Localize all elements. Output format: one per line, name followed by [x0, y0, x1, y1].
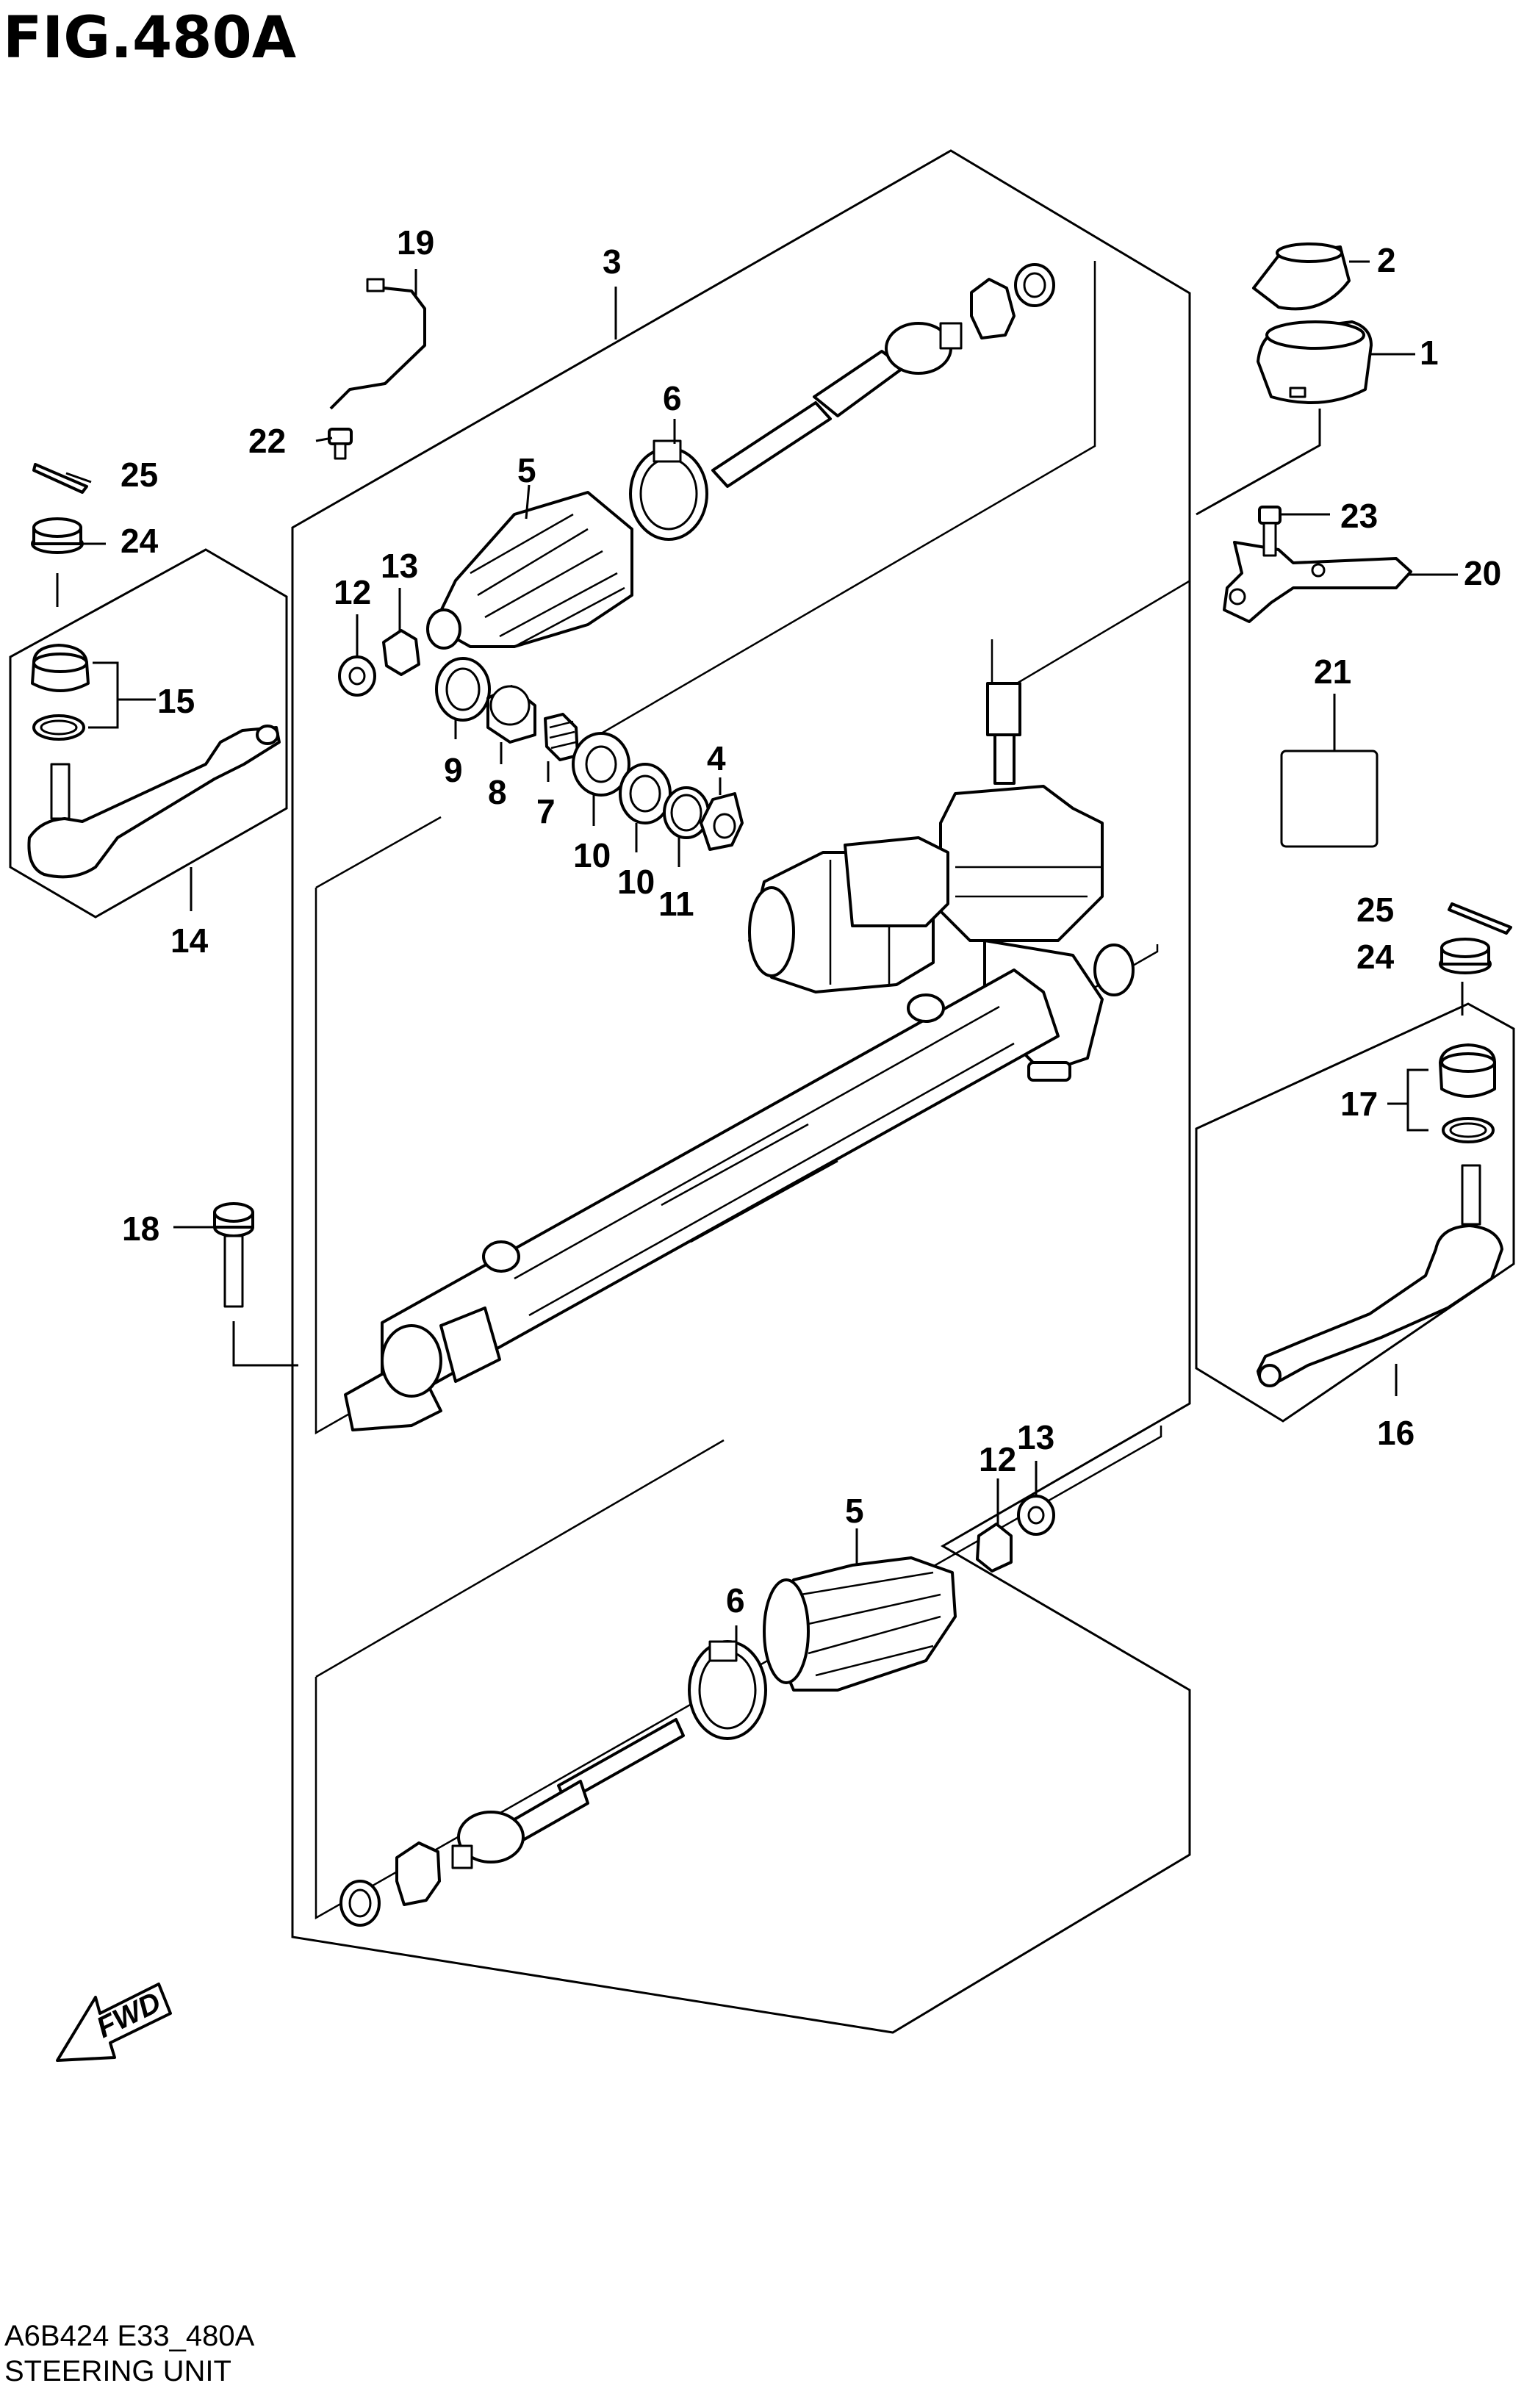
callout-6-upper: 6 [663, 379, 682, 417]
inner-tie-rod-lower [339, 1718, 685, 1927]
callout-20: 20 [1464, 554, 1501, 592]
callout-9: 9 [444, 751, 463, 789]
callout-8: 8 [488, 773, 507, 811]
callout-21: 21 [1314, 653, 1351, 691]
washer-10b [619, 763, 672, 824]
callout-5-upper: 5 [517, 451, 536, 489]
nut-13-lower [1017, 1495, 1055, 1536]
dust-cover-2 [1252, 242, 1351, 311]
right-tie-rod-frame [1195, 1002, 1515, 1423]
wire-19 [329, 278, 426, 410]
boot-5-upper [426, 491, 633, 650]
figure-name: STEERING UNIT [4, 2355, 231, 2387]
tie-rod-end-16-right [1257, 1164, 1503, 1387]
seal-9 [435, 657, 491, 722]
castle-nut-24-right [1439, 938, 1492, 974]
figure-title: FIG.480A [3, 5, 296, 71]
ring-11 [663, 786, 710, 839]
inner-tie-rod-upper [711, 263, 1055, 488]
callout-15: 15 [157, 682, 195, 720]
dust-cover-1 [1257, 320, 1373, 404]
callout-17: 17 [1340, 1085, 1378, 1123]
bolt-18 [213, 1202, 254, 1308]
washer-10a [572, 732, 630, 797]
callout-14: 14 [170, 921, 209, 960]
callout-24-left: 24 [121, 522, 159, 560]
callout-2: 2 [1377, 241, 1396, 279]
boot-5-lower [763, 1556, 957, 1692]
fwd-arrow-icon: FWD [56, 1983, 172, 2062]
steering-gear-housing [344, 682, 1135, 1431]
callout-10a: 10 [573, 836, 611, 874]
callout-25-left: 25 [121, 456, 158, 494]
boot-17-right [1439, 1043, 1496, 1143]
fwd-label: FWD [92, 1986, 166, 2044]
callout-3: 3 [603, 242, 622, 281]
callout-22: 22 [248, 422, 286, 460]
tie-rod-end-14-left [27, 725, 281, 879]
bolt-23 [1258, 506, 1282, 557]
callout-7: 7 [536, 792, 556, 830]
bushing-8 [486, 685, 536, 744]
callout-24-right: 24 [1356, 938, 1395, 976]
figure-code: A6B424 E33_480A [4, 2320, 255, 2352]
pinion-frame [991, 579, 1191, 700]
upper-rod-frame [593, 261, 1096, 739]
nut-12-upper [338, 655, 376, 697]
bolt-22 [328, 428, 353, 460]
callout-13-upper: 13 [381, 547, 418, 585]
yoke-4 [700, 792, 744, 851]
callout-23: 23 [1340, 497, 1378, 535]
split-pin-25-left [32, 463, 88, 494]
clamp-6-upper [629, 439, 708, 541]
callout-11: 11 [658, 885, 694, 923]
callout-12-upper: 12 [334, 573, 371, 611]
callout-1: 1 [1420, 334, 1439, 372]
boot-15-left [31, 644, 90, 741]
callout-25-right: 25 [1356, 891, 1394, 929]
castle-nut-24-left [31, 517, 84, 554]
callout-6-lower: 6 [726, 1581, 745, 1620]
callouts: 2 1 3 19 22 6 5 25 24 12 13 23 20 21 15 … [121, 223, 1501, 1620]
spring-7 [544, 713, 579, 761]
callout-16: 16 [1377, 1414, 1415, 1452]
leader-lines [56, 260, 1464, 1649]
bracket-20 [1223, 541, 1412, 623]
clip-12-lower [976, 1523, 1013, 1573]
part-21-box [1280, 750, 1379, 848]
callout-19: 19 [397, 223, 434, 262]
callout-18: 18 [122, 1210, 159, 1248]
left-tie-rod-frame [9, 548, 288, 919]
callout-13-lower: 13 [1017, 1418, 1054, 1456]
callout-12-lower: 12 [979, 1440, 1016, 1478]
clamp-6-lower [688, 1640, 767, 1740]
callout-5-lower: 5 [845, 1492, 864, 1530]
split-pin-25-right [1448, 902, 1512, 935]
clip-13-upper [382, 629, 420, 676]
callout-4: 4 [707, 739, 726, 777]
callout-10b: 10 [617, 863, 655, 901]
assembly-frame [291, 149, 1191, 2034]
